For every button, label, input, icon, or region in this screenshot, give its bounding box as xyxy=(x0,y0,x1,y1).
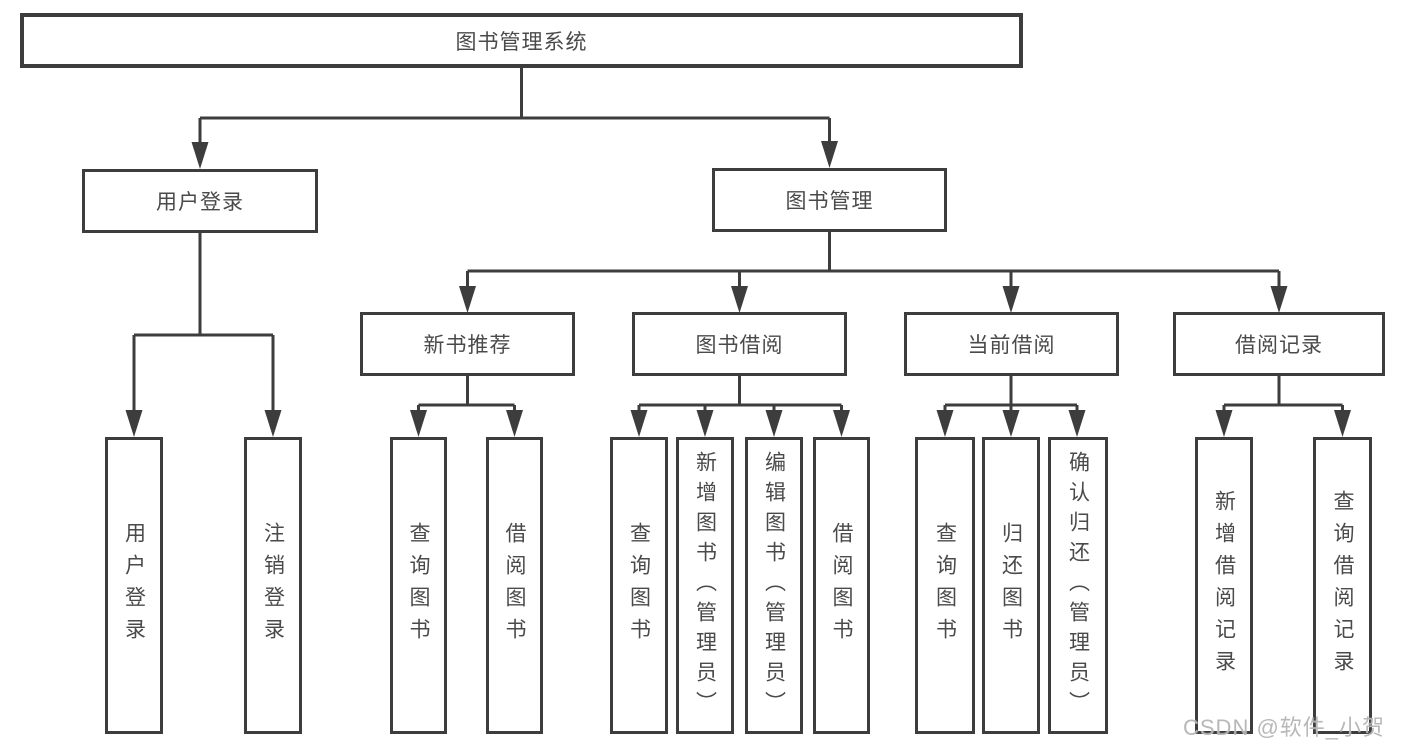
node-leaf-borrow-books-1: 借阅图书 xyxy=(486,437,543,734)
node-leaf-query-books-1: 查询图书 xyxy=(390,437,447,734)
arrowhead-down-icon xyxy=(765,410,783,437)
arrowhead-down-icon xyxy=(1002,286,1020,313)
node-leaf-return-books: 归还图书 xyxy=(982,437,1040,734)
csdn-watermark: CSDN @软件_小贺同学 xyxy=(1183,715,1386,740)
node-label: 借阅记录 xyxy=(1235,334,1323,357)
arrowhead-down-icon xyxy=(264,410,282,437)
node-label: 借阅图书 xyxy=(830,521,853,650)
node-label: 图书管理系统 xyxy=(455,30,588,54)
node-leaf-confirm-return: 确认归还（管理员） xyxy=(1048,437,1108,734)
node-label: 查询借阅记录 xyxy=(1331,489,1354,682)
node-leaf-query-borrow-record: 查询借阅记录 xyxy=(1313,437,1372,734)
node-label: 当前借阅 xyxy=(967,334,1056,357)
arrowhead-down-icon xyxy=(1334,410,1351,437)
node-leaf-user-login: 用户登录 xyxy=(105,437,163,734)
arrowhead-down-icon xyxy=(731,286,748,313)
node-label: 查询图书 xyxy=(407,521,430,650)
arrowhead-down-icon xyxy=(833,410,850,437)
node-leaf-query-books-2: 查询图书 xyxy=(610,437,668,734)
arrowhead-down-icon xyxy=(696,410,714,437)
arrowhead-down-icon xyxy=(459,286,476,313)
node-current-borrowing: 当前借阅 xyxy=(904,312,1119,376)
arrowhead-down-icon xyxy=(1002,410,1020,437)
node-label: 归还图书 xyxy=(999,521,1023,650)
node-leaf-add-borrow-record: 新增借阅记录 xyxy=(1195,437,1253,734)
node-label: 新书推荐 xyxy=(423,334,512,357)
arrowhead-down-icon xyxy=(936,410,954,437)
node-leaf-add-books: 新增图书（管理员） xyxy=(676,437,734,734)
arrowhead-down-icon xyxy=(125,410,143,437)
arrowhead-down-icon xyxy=(821,141,838,168)
node-label: 确认归还（管理员） xyxy=(1066,450,1090,721)
node-label: 新增图书（管理员） xyxy=(693,450,717,721)
arrowhead-down-icon xyxy=(191,142,209,169)
node-label: 新增借阅记录 xyxy=(1212,489,1236,682)
arrowhead-down-icon xyxy=(1068,410,1086,437)
arrowhead-down-icon xyxy=(410,410,427,437)
node-new-book-recommend: 新书推荐 xyxy=(360,312,575,376)
node-root: 图书管理系统 xyxy=(20,13,1023,68)
node-label: 注销登录 xyxy=(261,521,285,650)
node-leaf-borrow-books-2: 借阅图书 xyxy=(813,437,870,734)
arrowhead-down-icon xyxy=(1270,286,1288,313)
node-leaf-logout: 注销登录 xyxy=(244,437,302,734)
node-label: 查询图书 xyxy=(627,521,651,650)
node-label: 用户登录 xyxy=(156,191,244,214)
node-label: 查询图书 xyxy=(933,521,957,650)
node-label: 借阅图书 xyxy=(503,521,526,650)
node-user-login: 用户登录 xyxy=(82,169,318,233)
arrowhead-down-icon xyxy=(630,410,648,437)
node-label: 编辑图书（管理员） xyxy=(762,450,786,721)
node-leaf-query-books-3: 查询图书 xyxy=(915,437,975,734)
node-leaf-edit-books: 编辑图书（管理员） xyxy=(745,437,803,734)
node-book-borrowing: 图书借阅 xyxy=(632,312,847,376)
node-book-management: 图书管理 xyxy=(712,168,947,232)
arrowhead-down-icon xyxy=(506,410,523,437)
node-label: 用户登录 xyxy=(122,521,146,650)
node-borrowing-records: 借阅记录 xyxy=(1173,312,1385,376)
arrowhead-down-icon xyxy=(1215,410,1233,437)
node-label: 图书管理 xyxy=(785,190,874,213)
node-label: 图书借阅 xyxy=(695,334,784,357)
